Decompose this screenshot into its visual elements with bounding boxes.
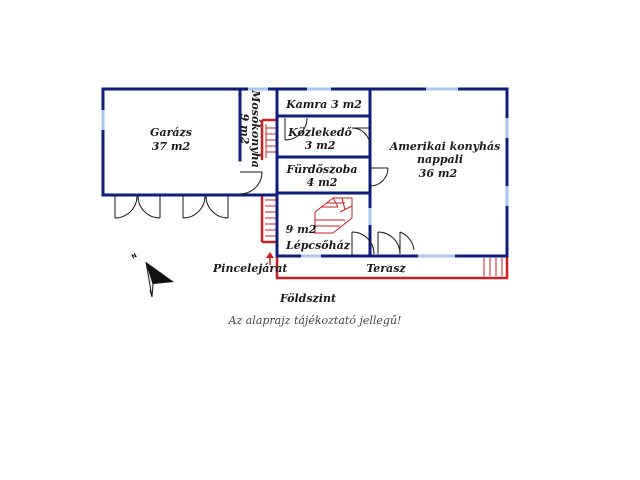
hallway-door-icon [351,127,371,147]
stairwell-door-icon [351,231,375,256]
room-labels: Garázs 37 m2 Mosókonyha 9 m2 Kamra 3 m2 … [150,89,500,275]
hallway-area: 3 m2 [305,139,336,152]
terrace-name: Terasz [366,262,406,275]
up-arrow-icon [266,252,274,265]
garage-name: Garázs [150,126,192,139]
hallway-name: Közlekedő [287,126,352,139]
bathroom-area: 4 m2 [307,176,338,189]
living-name-line2: nappali [417,153,463,166]
terrace-steps-icon [483,258,503,276]
bathroom-name: Fürdőszoba [285,163,357,176]
stairwell-name: Lépcsőház [285,239,351,252]
disclaimer: Az alaprajz tájékoztató jellegű! [228,314,402,327]
laundry-door-icon [239,171,263,195]
living-area: 36 m2 [419,167,458,180]
garage-area: 37 m2 [152,140,191,153]
north-arrow-icon [145,261,174,298]
laundry-name: Mosókonyha [249,89,262,168]
pantry-name: Kamra 3 m2 [285,98,362,111]
stairwell-area: 9 m2 [286,223,317,236]
living-name-line1: Amerikai konyhás [389,140,501,153]
staircase-icon [314,197,353,234]
garage-door-icon [114,195,229,219]
bathroom-door-icon [369,167,389,187]
side-stair-icon [265,199,277,237]
windows [101,87,509,258]
laundry-area: 9 m2 [238,114,251,145]
cellar-entrance-label: Pincelejárat [212,262,287,275]
pantry-door-icon [284,117,308,141]
floor-name: Földszint [279,292,336,305]
north-label: N [131,252,139,261]
living-door-icon [377,231,415,255]
doors [114,117,415,256]
